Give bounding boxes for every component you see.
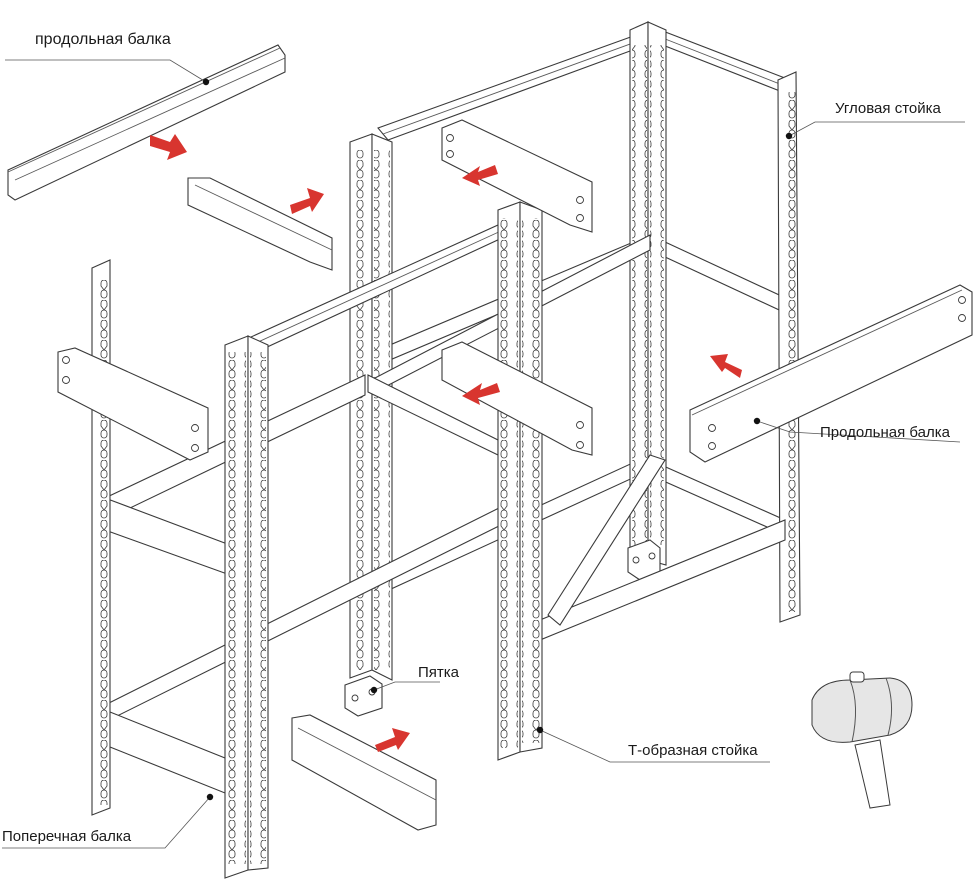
- back-right-bottom-beam: [649, 459, 786, 536]
- arrow-top-left-down: [150, 134, 187, 160]
- front-left-back-post: [91, 259, 111, 816]
- leader-corner-post: [785, 121, 965, 140]
- back-top-beam: [377, 29, 661, 141]
- arrow-top-middle-up: [290, 188, 324, 214]
- arrow-middle-left: [462, 383, 500, 405]
- left-cross-lower: [104, 709, 231, 796]
- left-cross-middle: [104, 497, 231, 576]
- loose-cross-beam-bottom: [291, 714, 437, 831]
- loose-longitudinal-beam-right: [689, 284, 973, 463]
- leader-t-post: [536, 726, 770, 763]
- loose-cross-beam-left: [57, 347, 209, 461]
- loose-cross-beam-top-right: [441, 119, 593, 233]
- leader-foot: [370, 681, 440, 694]
- leader-right-longitudinal: [753, 417, 961, 443]
- label-corner-post: Угловая стойка: [835, 100, 941, 117]
- label-t-post: Т-образная стойка: [628, 742, 758, 759]
- back-right-top-beam: [654, 27, 791, 96]
- label-top-longitudinal-beam: продольная балка: [35, 31, 171, 48]
- corner-post-right: [777, 71, 801, 623]
- leader-cross-beam: [2, 793, 214, 849]
- leader-top-longitudinal: [5, 59, 210, 86]
- foot-plate-front: [344, 675, 383, 717]
- label-cross-beam: Поперечная балка: [2, 828, 132, 845]
- arrow-icon: [150, 134, 742, 752]
- arrow-right-up-left: [710, 354, 742, 378]
- t-post-front-right: [497, 201, 543, 761]
- back-right-middle-beam: [649, 234, 791, 316]
- mallet-icon: [811, 671, 913, 809]
- loose-longitudinal-beam-top: [7, 44, 286, 201]
- arrow-top-right-left: [462, 165, 498, 186]
- back-right-post: [629, 21, 667, 569]
- label-foot: Пятка: [418, 664, 460, 681]
- label-right-longitudinal-beam: Продольная балка: [820, 424, 950, 441]
- front-left-post: [224, 335, 269, 879]
- back-left-post: [349, 133, 393, 681]
- loose-cross-beam-top-left: [187, 177, 333, 271]
- arrow-bottom-up-right: [375, 728, 410, 752]
- loose-cross-beam-middle: [441, 341, 593, 456]
